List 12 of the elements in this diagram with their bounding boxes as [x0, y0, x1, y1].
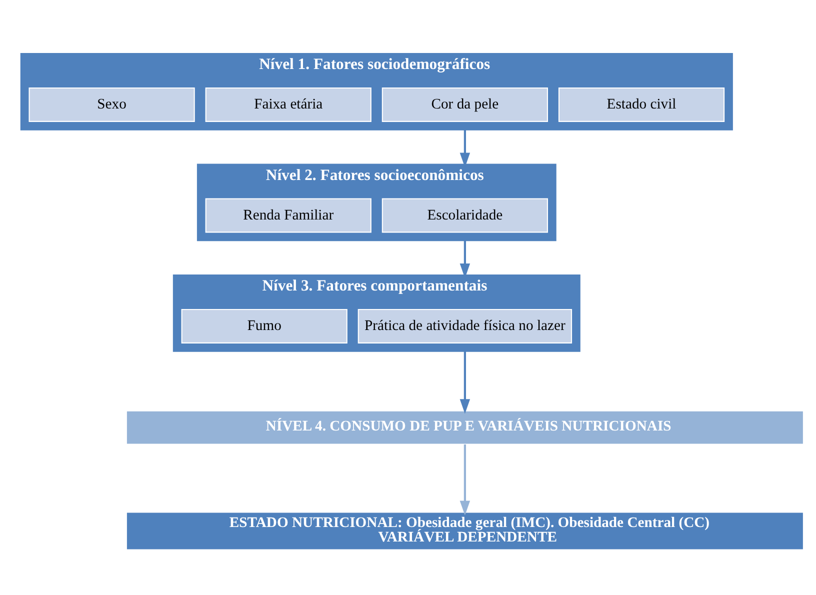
arrow — [460, 444, 470, 516]
node-box: NÍVEL 4. CONSUMO DE PUP E VARIÁVEIS NUTRICIONAIS — [126, 410, 804, 445]
node-box: Fumo — [181, 309, 348, 344]
node-box: Estado civil — [558, 88, 725, 122]
node-box: Faixa etária — [205, 88, 372, 122]
node-box: Renda Familiar — [205, 198, 372, 233]
arrow — [460, 351, 470, 414]
node-box: ESTADO NUTRICIONAL: Obesidade geral (IMC). Obesidade Central (CC) VARIÁVEL DEPENDENTE — [126, 512, 804, 550]
node-box: Sexo — [28, 88, 195, 122]
node-box: Escolaridade — [382, 198, 548, 233]
node-box: Cor da pele — [382, 88, 548, 122]
node-box: Prática de atividade física no lazer — [358, 309, 572, 344]
